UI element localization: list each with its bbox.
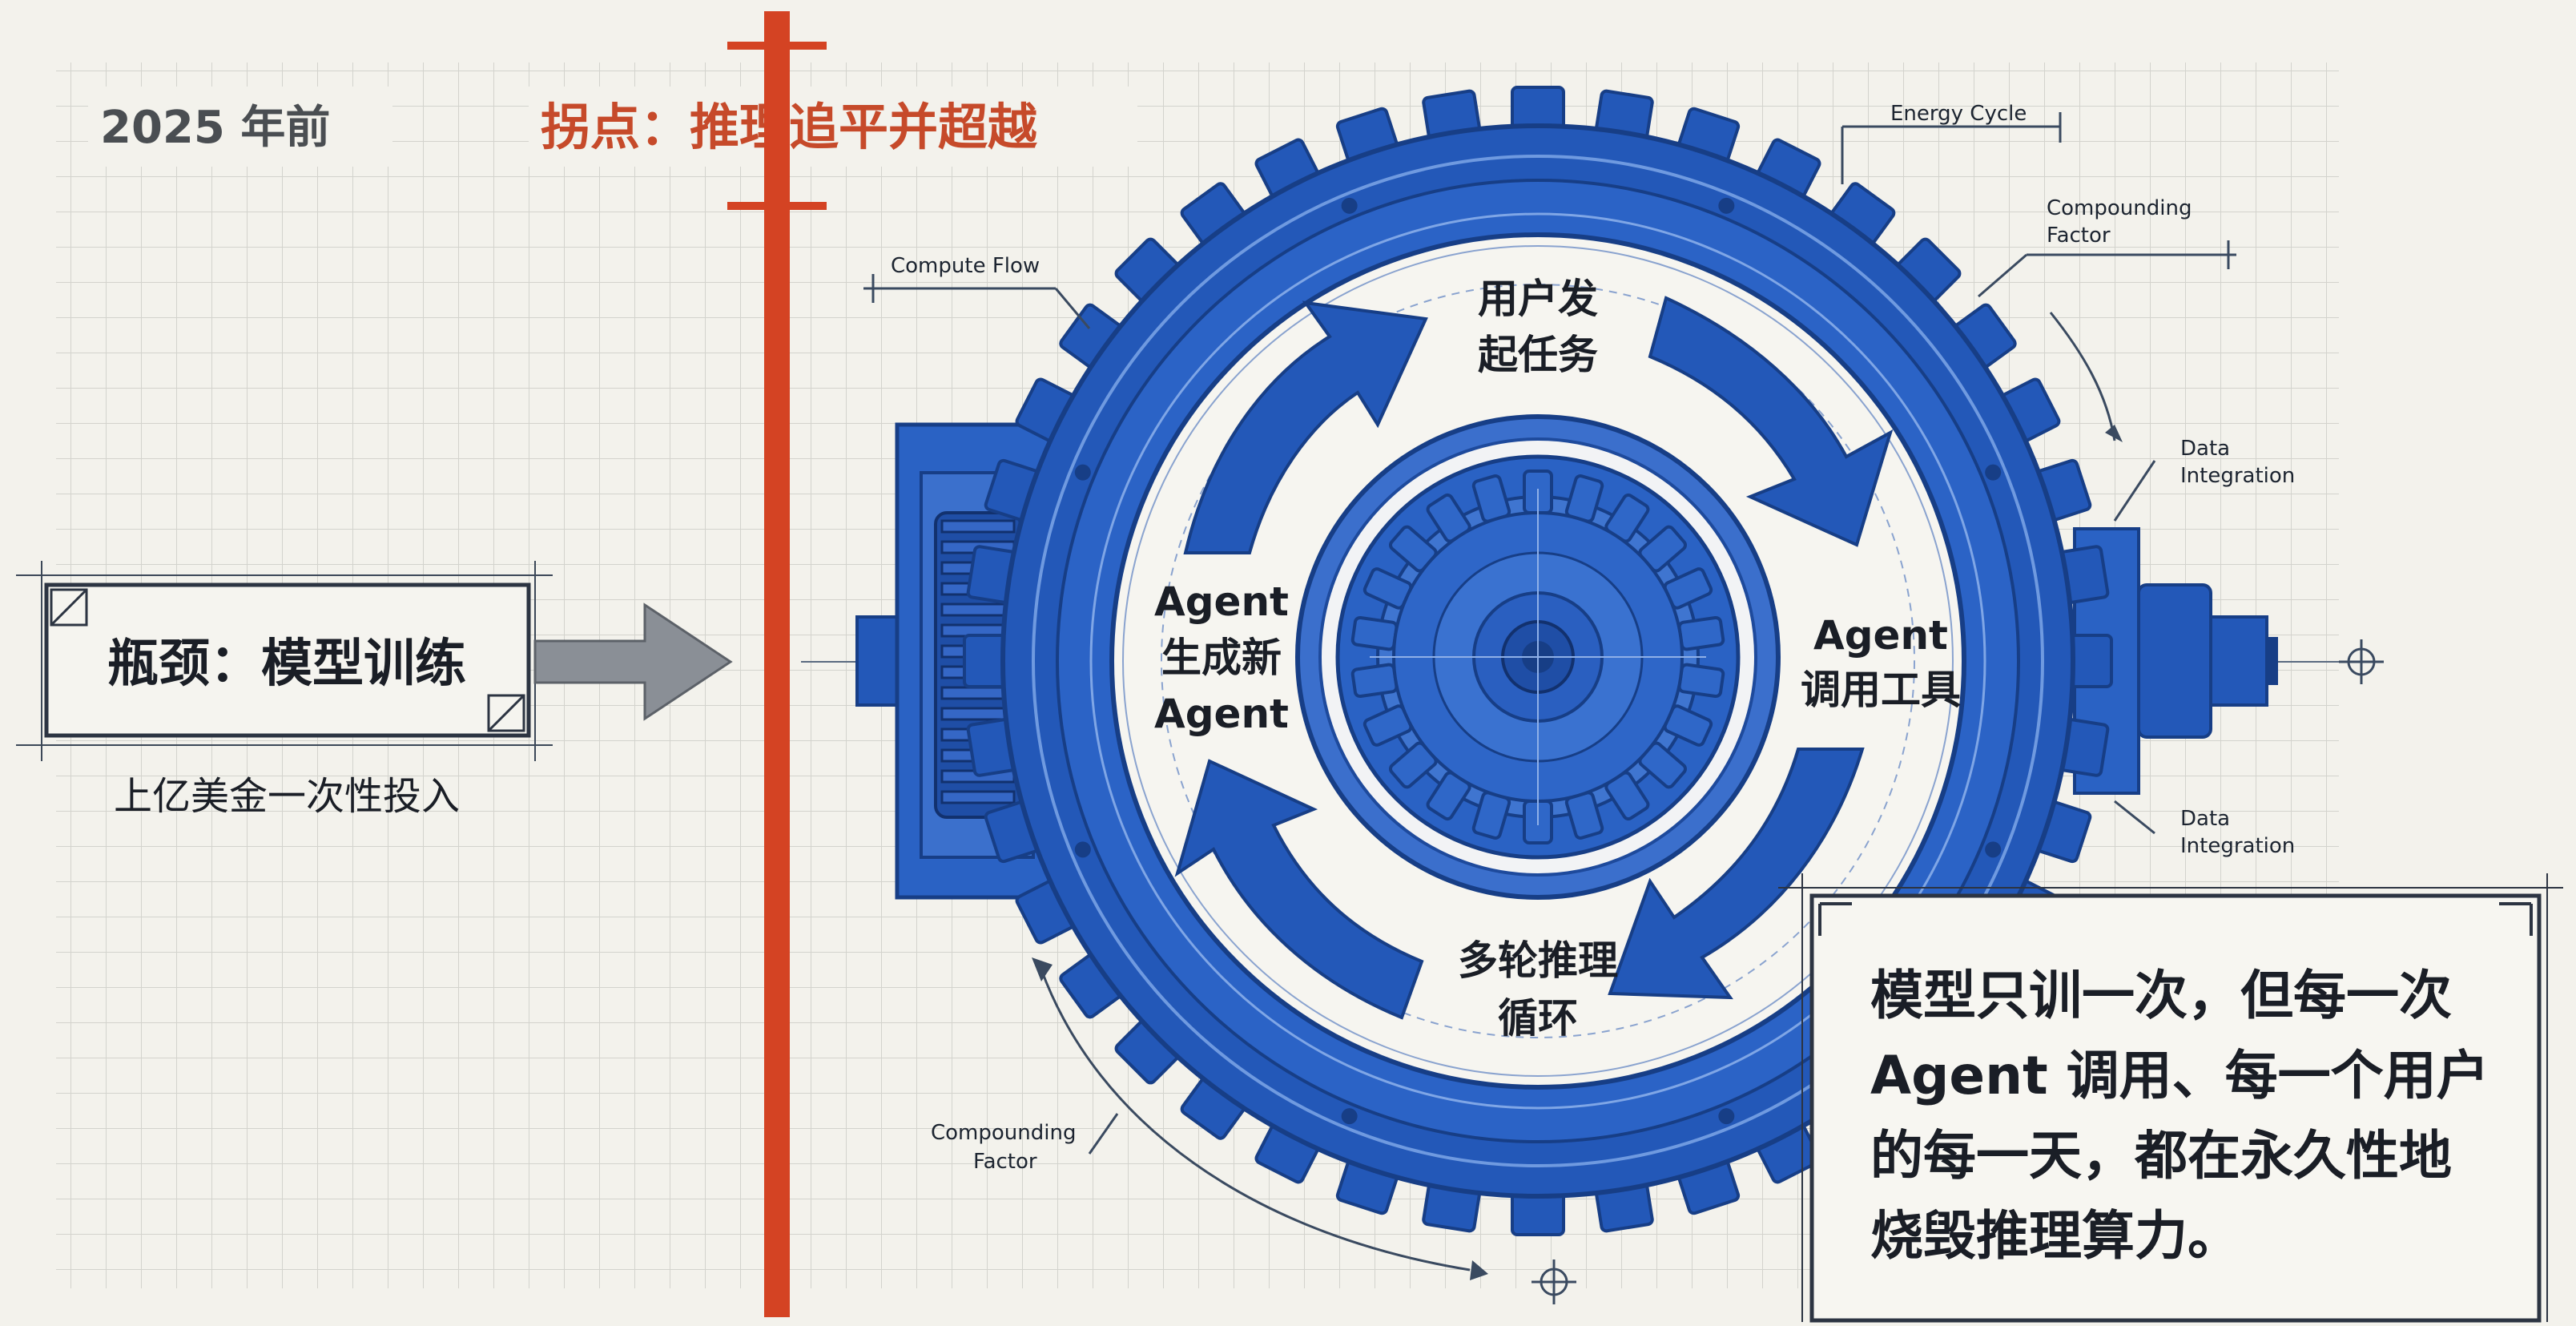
inner-gear-tooth (1350, 663, 1399, 699)
bottleneck-box (16, 561, 553, 761)
left-gear-tooth (940, 519, 1016, 534)
ring-bolt (1074, 841, 1091, 858)
compute-flow-label: Compute Flow (891, 254, 1040, 278)
bottleneck-arrow (533, 603, 733, 721)
left-gear-tooth (940, 790, 1016, 804)
compounding-factor-bottom-line2: Factor (973, 1150, 1037, 1174)
compounding-arrow-head-bottom (1470, 1260, 1488, 1280)
bottleneck-title: 瓶颈：模型训练 (107, 635, 466, 694)
cycle-arrow-top-right (1648, 296, 1894, 547)
inner-gear-tooth (1677, 663, 1725, 699)
compounding-factor-top-line2: Factor (2047, 224, 2111, 248)
compounding-arrow-head-top (1032, 957, 1053, 981)
energy-cycle-label: Energy Cycle (1890, 102, 2027, 126)
inner-gear-tooth (1677, 615, 1725, 651)
ring-bolt (1341, 1108, 1358, 1125)
callout-line-4: 烧毁推理算力。 (1870, 1205, 2240, 1267)
callout-line-2: Agent 调用、每一个用户 (1870, 1045, 2489, 1106)
callout-box (1778, 873, 2563, 1323)
era-label: 2025 年前 (100, 102, 330, 154)
ring-bolt (1341, 197, 1358, 214)
compounding-factor-top-line1: Compounding (2047, 196, 2192, 220)
data-integration-1-line2: Integration (2180, 464, 2295, 488)
ring-bolts (1074, 197, 2002, 1125)
ring-bolt (1985, 841, 2002, 858)
ring-bolt (1074, 464, 1091, 481)
step-top-line1: 用户发 (1478, 276, 1598, 322)
step-left-line1: Agent (1154, 578, 1289, 625)
ring-bolt (1985, 464, 2002, 481)
turning-point-divider (727, 11, 827, 1317)
ring-bolt (1718, 1108, 1735, 1125)
compounding-factor-bottom-line1: Compounding (931, 1121, 1076, 1145)
turning-point-bg (529, 87, 1137, 167)
step-top-line2: 起任务 (1478, 332, 1598, 378)
callout-line-3: 的每一天，都在永久性地 (1870, 1125, 2452, 1187)
hub-core (1370, 489, 1706, 825)
step-left-line2: 生成新 (1161, 635, 1282, 681)
step-bottom-line1: 多轮推理 (1458, 937, 1618, 984)
data-integration-2-line1: Data (2180, 807, 2230, 831)
annotation-lines (863, 112, 2384, 1304)
data-integration-1-line1: Data (2180, 437, 2230, 461)
step-right-line2: 调用工具 (1801, 667, 1961, 713)
step-left-line3: Agent (1154, 691, 1289, 737)
energy-arrow-head (2105, 425, 2123, 442)
data-integration-2-line2: Integration (2180, 834, 2295, 858)
cycle-arrow-top-left (1183, 300, 1428, 554)
step-bottom-line2: 循环 (1498, 995, 1578, 1042)
bottleneck-subtitle: 上亿美金一次性投入 (114, 774, 460, 819)
inner-gear-tooth (1350, 615, 1399, 651)
callout-line-1: 模型只训一次，但每一次 (1870, 965, 2452, 1026)
ring-bolt (1718, 197, 1735, 214)
cycle-arrow-bottom-left (1174, 759, 1424, 1020)
cycle-arrow-bottom-right (1608, 748, 1865, 1000)
era-label-bg (88, 87, 392, 167)
step-right-line1: Agent (1813, 612, 1948, 659)
